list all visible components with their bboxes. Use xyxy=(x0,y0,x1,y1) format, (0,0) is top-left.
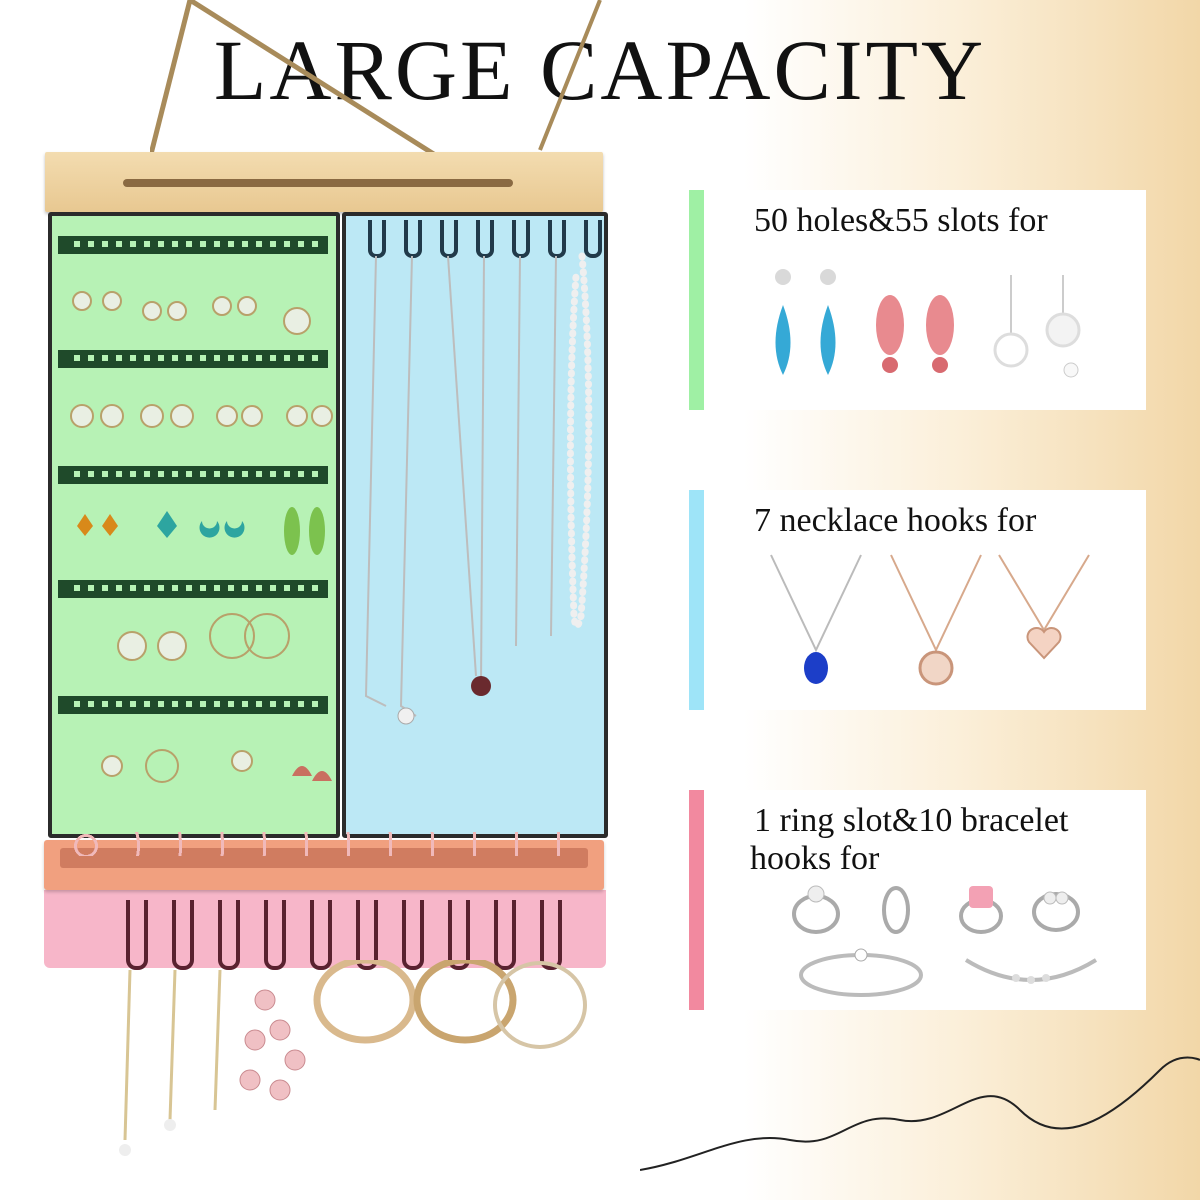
bracelet-hook xyxy=(448,900,470,970)
rings-bracelets-card: 1 ring slot&10 bracelet hooks for xyxy=(706,790,1146,1010)
star-bracelet-icon xyxy=(964,958,1098,984)
necklace-hook xyxy=(368,220,386,258)
earring-strip xyxy=(58,350,328,368)
earring-strip xyxy=(58,696,328,714)
necklace-hook xyxy=(512,220,530,258)
twist-ring-icon xyxy=(1032,891,1080,932)
pearl-moon-earrings-icon xyxy=(993,275,1081,378)
rose-gold-medallion-necklace-icon xyxy=(890,554,982,686)
necklace-hook xyxy=(548,220,566,258)
bracelet-hook xyxy=(494,900,516,970)
bracelets-illustration xyxy=(119,960,587,1156)
earring-strip xyxy=(58,236,328,254)
decorative-squiggle xyxy=(640,1056,1200,1171)
necklaces-illustration xyxy=(364,252,593,725)
necklaces-card: 7 necklace hooks for xyxy=(706,490,1146,710)
section-label-necklaces: 7 necklace hooks for xyxy=(754,502,1037,539)
section-accent-necklaces xyxy=(689,490,704,710)
section-label-line2: hooks for xyxy=(750,840,880,877)
section-label-earrings: 50 holes&55 slots for xyxy=(754,202,1048,239)
pink-gem-ring-icon xyxy=(959,886,1003,934)
sapphire-necklace-icon xyxy=(770,554,862,684)
necklace-hook xyxy=(404,220,422,258)
section-label-line1: 1 ring slot&10 bracelet xyxy=(754,802,1069,839)
page-title: LARGE CAPACITY xyxy=(213,22,987,118)
earrings-illustration xyxy=(70,291,333,783)
bracelet-hook xyxy=(218,900,240,970)
section-accent-earrings xyxy=(689,190,704,410)
silver-bracelet-icon xyxy=(799,948,923,997)
ring-tray xyxy=(44,832,604,890)
necklace-hook xyxy=(476,220,494,258)
blue-drop-earrings-icon xyxy=(775,269,836,375)
bracelet-hook xyxy=(310,900,332,970)
bracelet-hook xyxy=(172,900,194,970)
hanging-rope xyxy=(150,0,442,160)
earring-panel xyxy=(48,212,340,838)
bracelet-hook xyxy=(264,900,286,970)
earring-strip xyxy=(58,466,328,484)
rope-slot xyxy=(123,179,513,187)
bracelet-hook xyxy=(356,900,378,970)
hanging-rope-right xyxy=(538,0,602,151)
bracelet-hook xyxy=(402,900,424,970)
section-accent-rings-bracelets xyxy=(689,790,704,1010)
pink-flower-earrings-icon xyxy=(876,295,954,373)
earring-strip xyxy=(58,580,328,598)
bracelet-hook xyxy=(540,900,562,970)
wooden-top-bar xyxy=(45,152,603,212)
silver-band-ring-icon xyxy=(882,886,910,934)
section-label-rings-bracelets: 1 ring slot&10 bracelet hooks for xyxy=(750,802,1069,878)
earrings-card: 50 holes&55 slots for xyxy=(706,190,1146,410)
diamond-ring-icon xyxy=(792,885,840,934)
bracelet-hook xyxy=(126,900,148,970)
rings-row xyxy=(66,832,586,856)
necklace-hook xyxy=(584,220,602,258)
heart-necklace-icon xyxy=(998,554,1090,660)
necklace-panel xyxy=(342,212,608,838)
